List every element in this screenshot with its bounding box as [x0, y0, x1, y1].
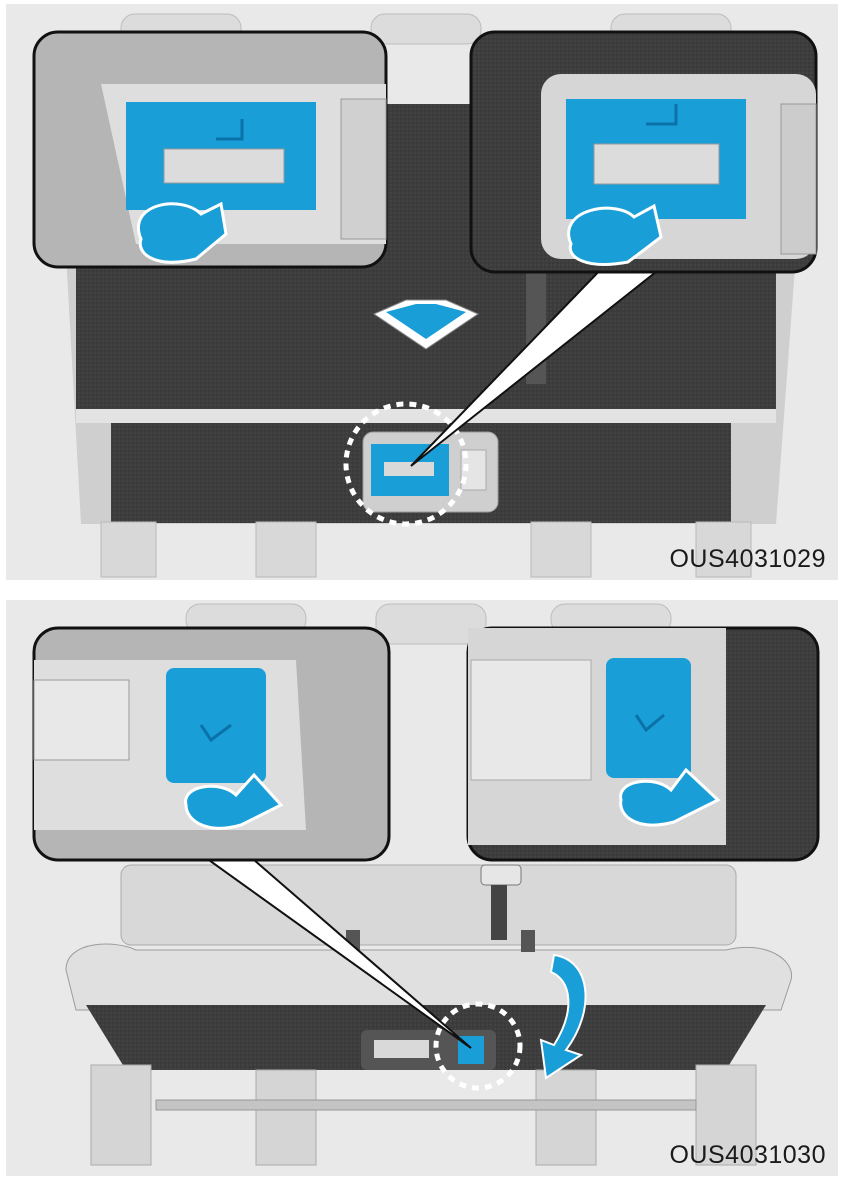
seat-cushion-illustration: [32, 603, 820, 1166]
seat-tumble-icon: [634, 713, 665, 733]
inset-left: [32, 30, 388, 269]
inset-right: [469, 30, 818, 274]
seat-fold-icon: [216, 119, 244, 141]
curved-pull-arrow-icon: [567, 203, 663, 266]
seat-cushion: [65, 943, 792, 1011]
figure-caption: OUS4031030: [669, 1141, 826, 1169]
inset-right: [466, 626, 820, 862]
seat-feet: [100, 521, 752, 578]
figure-seat-cushion-tumble: OUS4031030: [6, 600, 838, 1176]
seat-backrest: [120, 864, 737, 946]
figure-caption: OUS4031029: [669, 545, 826, 573]
push-down-arrow-icon: [372, 299, 480, 350]
inset-lever: [606, 658, 691, 778]
seat-seam: [76, 409, 776, 423]
seat-tumble-icon: [199, 723, 232, 743]
curved-pull-arrow-icon: [184, 772, 284, 830]
curved-pull-arrow-icon: [619, 767, 721, 827]
figure-seat-back-fold: OUS4031029: [6, 4, 838, 580]
seat-belt-buckle: [346, 864, 535, 952]
highlight-circle: [343, 401, 469, 527]
seat-fold-icon: [646, 104, 678, 126]
inset-lever: [166, 668, 266, 783]
highlight-circle: [433, 1001, 523, 1091]
curved-pull-arrow-icon: [137, 201, 228, 264]
fold-down-arrow-icon: [539, 953, 587, 1080]
seat-back-illustration: [32, 13, 818, 578]
seat-legs: [90, 1064, 757, 1166]
inset-left: [32, 626, 391, 862]
